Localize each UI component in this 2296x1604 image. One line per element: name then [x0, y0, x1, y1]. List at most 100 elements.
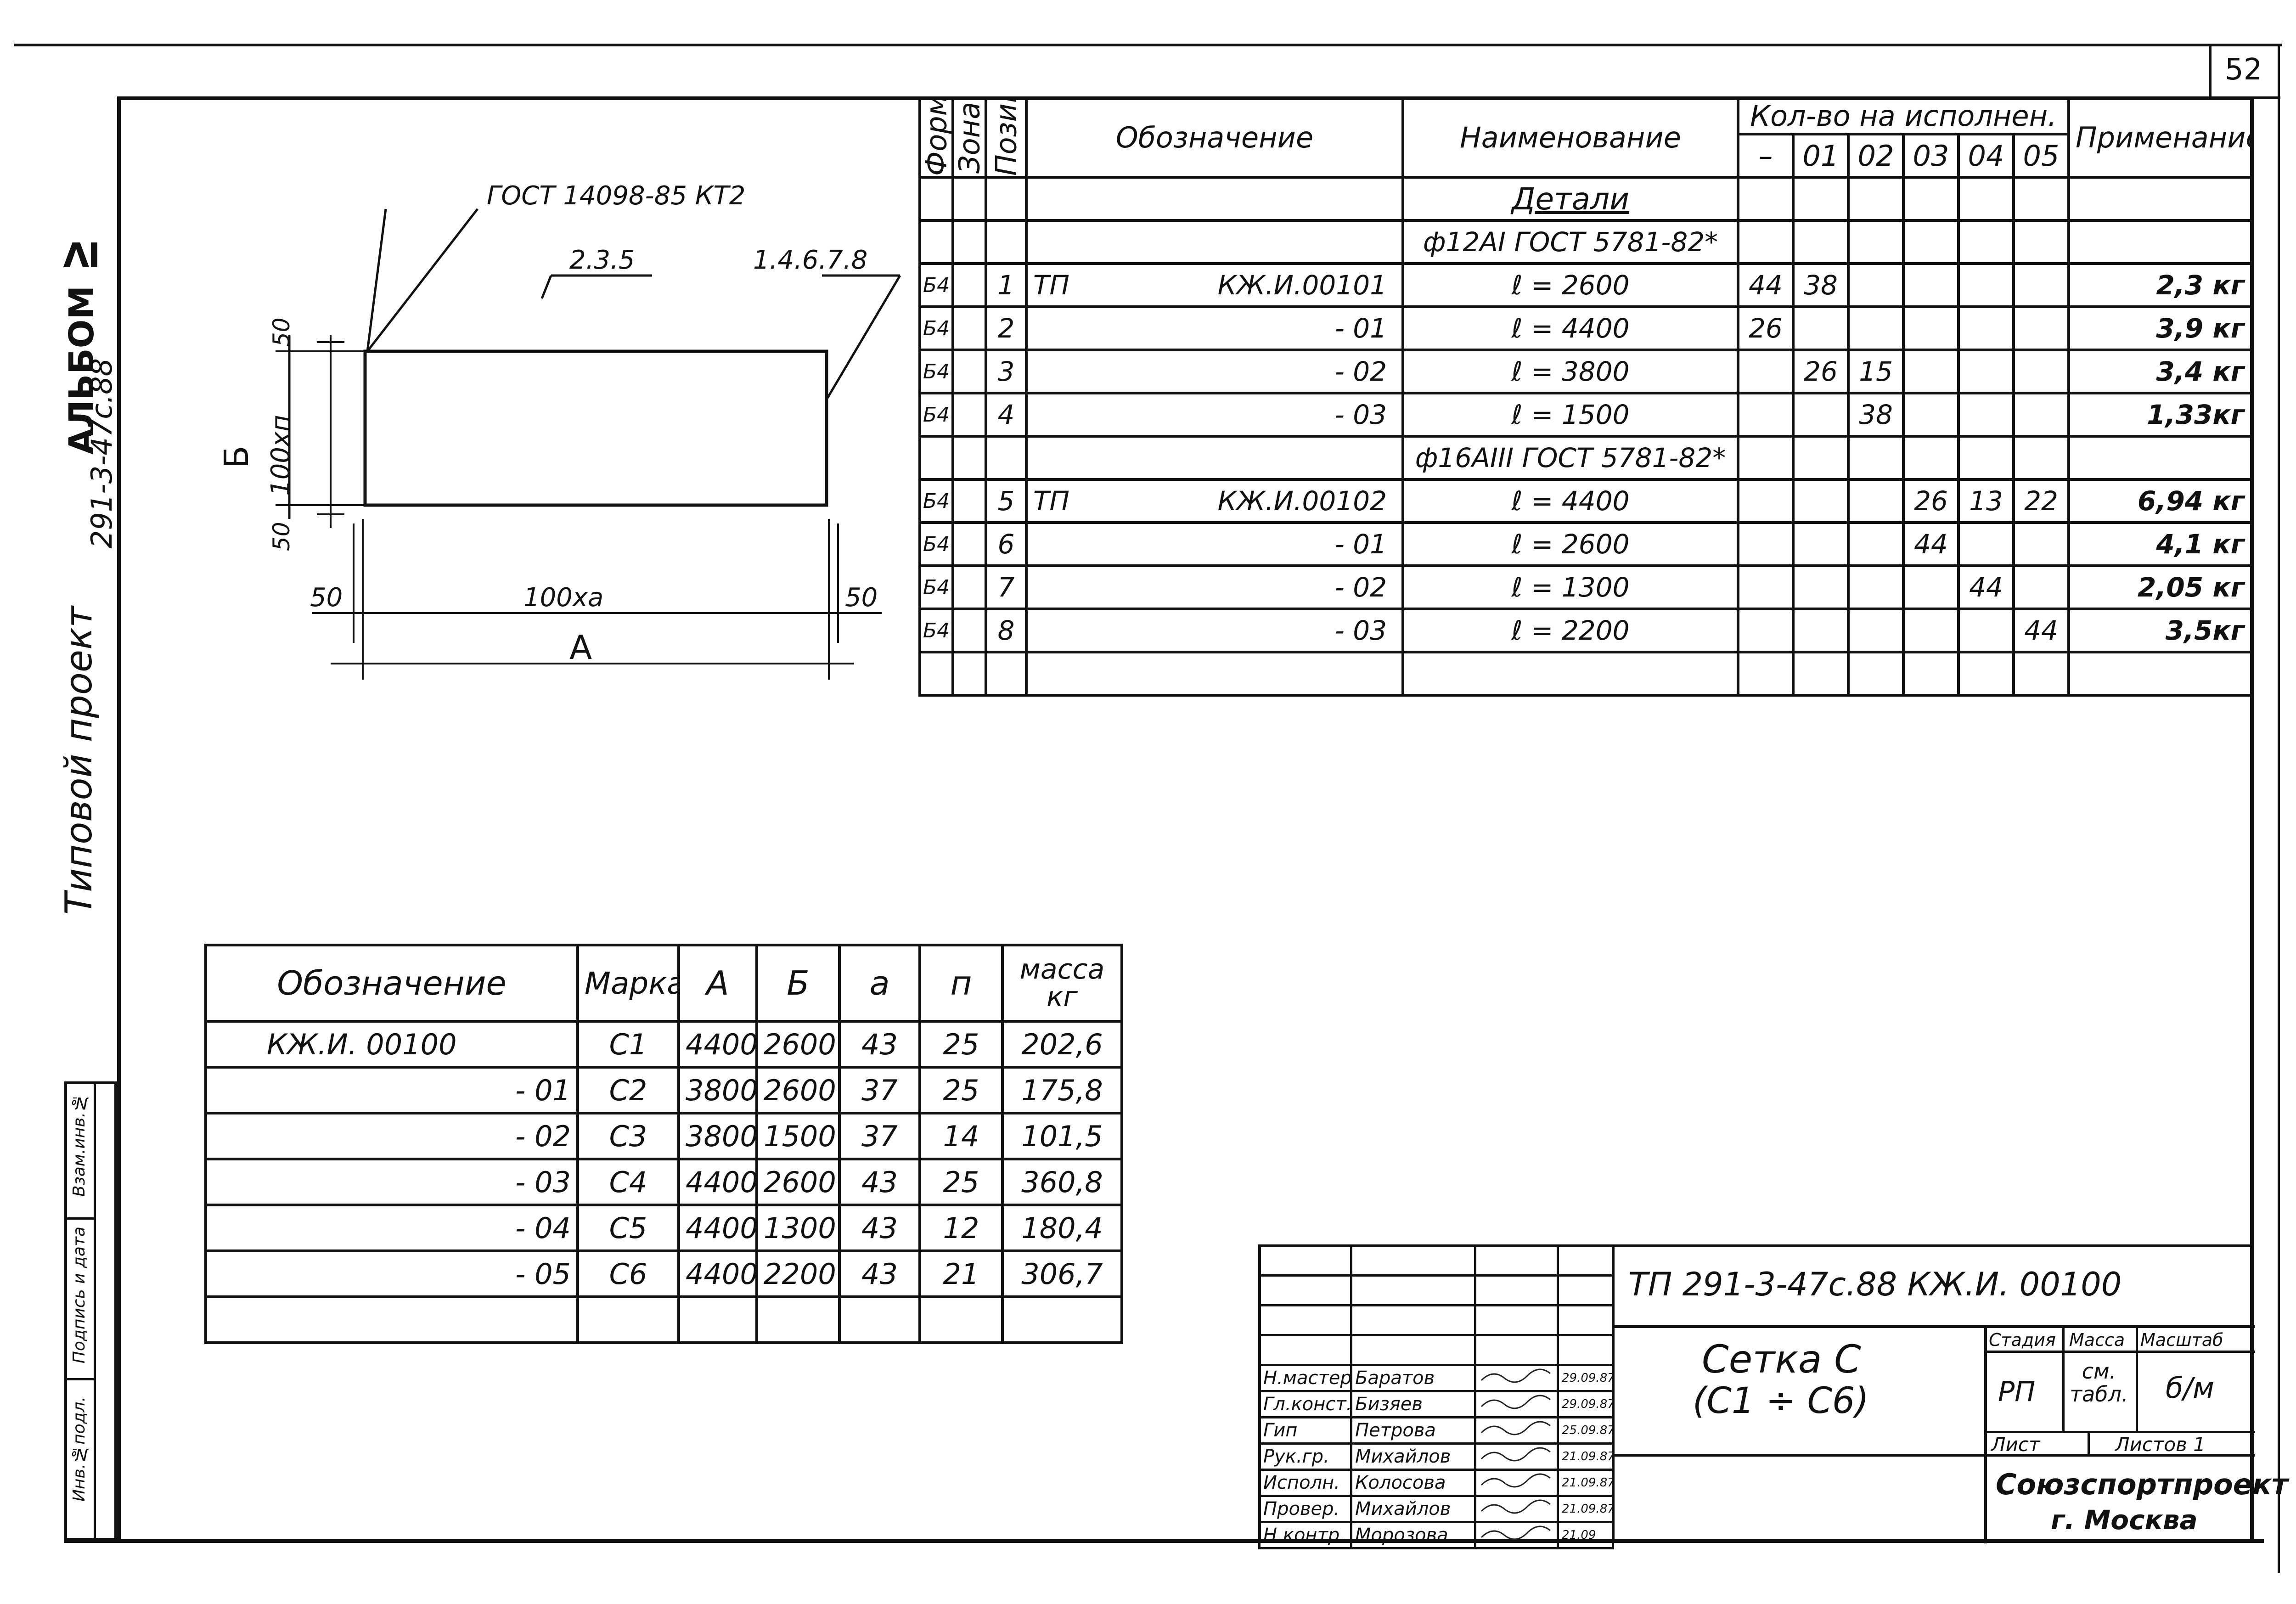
signature-sign	[1474, 1390, 1559, 1418]
marks-cell: 37	[838, 1112, 921, 1160]
signature-role: Н.мастер	[1258, 1364, 1352, 1392]
dim-a-label: А	[569, 628, 592, 667]
spec-qty: 22	[2012, 478, 2070, 524]
spec-name: ℓ = 4400	[1401, 305, 1739, 351]
dim-mid-label: 100хп	[266, 415, 296, 496]
sheet-label: Лист	[1991, 1433, 2040, 1456]
stage-value: РП	[1998, 1376, 2036, 1408]
marks-cell: 4400	[677, 1020, 758, 1069]
spec-qty	[1737, 349, 1795, 394]
marks-table: Обозначение Марка А Б а п масса кг КЖ.И.…	[204, 944, 1123, 1344]
dim-bottom-label: 50	[268, 522, 295, 551]
marks-cell	[918, 1295, 1004, 1344]
hdr-pos: Позиц.	[986, 98, 1026, 177]
frame-bottom	[64, 1539, 2264, 1543]
spec-application: 2,3 кг	[2067, 262, 2253, 308]
hdr-qty-col: 01	[1792, 133, 1850, 179]
dim-ax-label: 100ха	[523, 583, 603, 613]
signature-date: 29.09.87	[1557, 1390, 1614, 1418]
mass-value: см. табл.	[2070, 1359, 2128, 1407]
spec-designation-code: - 01	[1334, 529, 1387, 560]
spec-qty	[1902, 435, 1960, 481]
spec-name: ℓ = 2200	[1401, 608, 1739, 653]
signature-role: Гл.конст.	[1258, 1390, 1352, 1418]
spec-application: 3,5кг	[2067, 608, 2253, 653]
marks-cell: 306,7	[1001, 1249, 1123, 1298]
signature-name: Баратов	[1350, 1364, 1476, 1392]
spec-qty	[1737, 608, 1795, 653]
spec-qty: 26	[1792, 349, 1850, 394]
spec-qty	[2012, 521, 2070, 567]
spec-qty: 26	[1902, 478, 1960, 524]
hdr-qty-col: 02	[1847, 133, 1905, 179]
spec-qty	[1847, 564, 1905, 610]
marks-cell: 202,6	[1001, 1020, 1123, 1069]
spec-qty	[1957, 521, 2015, 567]
spec-application	[2067, 219, 2253, 265]
section-title: Детали	[1401, 176, 1739, 222]
spec-name: ℓ = 2600	[1401, 521, 1739, 567]
pos-left-label: 2.3.5	[569, 245, 635, 275]
marks-cell: С2	[576, 1066, 680, 1114]
specification-table: Формат Зона Позиц. Обозначение Наименова…	[918, 96, 2253, 697]
hdr-qty-col: 03	[1902, 133, 1960, 179]
marks-cell	[677, 1295, 758, 1344]
marks-cell: 1300	[755, 1204, 841, 1252]
spec-format: Б4	[918, 608, 954, 653]
marks-cell	[576, 1295, 680, 1344]
spec-qty	[1902, 392, 1960, 438]
spec-qty	[2012, 564, 2070, 610]
spec-qty: 44	[1957, 564, 2015, 610]
spec-pos: 1	[985, 262, 1028, 308]
spec-qty	[2012, 349, 2070, 394]
marks-cell: 37	[838, 1066, 921, 1114]
spec-name: ф16АIII ГОСТ 5781-82*	[1401, 435, 1739, 481]
marks-cell: 2600	[755, 1158, 841, 1206]
doc-code: ТП 291-3-47с.88 КЖ.И. 00100	[1628, 1266, 2122, 1303]
spec-qty	[2012, 392, 2070, 438]
spec-qty	[1737, 478, 1795, 524]
marks-cell: 25	[918, 1066, 1004, 1114]
spec-designation: - 03	[1025, 392, 1404, 438]
mass-label: Масса	[2069, 1330, 2125, 1350]
mesh-outline	[363, 349, 828, 507]
stamp-inv-original: Инв.№подл.	[70, 1396, 89, 1502]
spec-qty	[1737, 521, 1795, 567]
project-code: 291-3-47с.88	[85, 358, 118, 549]
spec-qty	[1902, 219, 1960, 265]
spec-designation-code: - 03	[1334, 399, 1387, 430]
marks-designation: - 05	[204, 1249, 579, 1298]
marks-cell: 14	[918, 1112, 1004, 1160]
marks-cell: 25	[918, 1158, 1004, 1206]
spec-zone	[951, 349, 987, 394]
spec-qty	[1957, 651, 2015, 697]
spec-qty: 38	[1792, 262, 1850, 308]
marks-cell: 21	[918, 1249, 1004, 1298]
marks-cell: 43	[838, 1204, 921, 1252]
marks-hdr: п	[918, 944, 1004, 1023]
signature-sign	[1474, 1521, 1559, 1549]
marks-cell: 2600	[755, 1066, 841, 1114]
outer-right-line	[2278, 44, 2280, 1573]
spec-format	[918, 435, 954, 481]
spec-qty	[1792, 564, 1850, 610]
marks-cell	[755, 1295, 841, 1344]
scale-value: б/м	[2166, 1371, 2214, 1405]
signature-sign	[1474, 1495, 1559, 1523]
spec-zone	[951, 262, 987, 308]
pos-left-leader	[540, 275, 552, 299]
spec-zone	[951, 651, 987, 697]
marks-cell: 1500	[755, 1112, 841, 1160]
spec-zone	[951, 564, 987, 610]
spec-qty	[1737, 564, 1795, 610]
spec-qty	[2012, 219, 2070, 265]
spec-zone	[951, 392, 987, 438]
spec-qty	[1847, 219, 1905, 265]
marks-cell: С6	[576, 1249, 680, 1298]
signature-sign	[1474, 1364, 1559, 1392]
